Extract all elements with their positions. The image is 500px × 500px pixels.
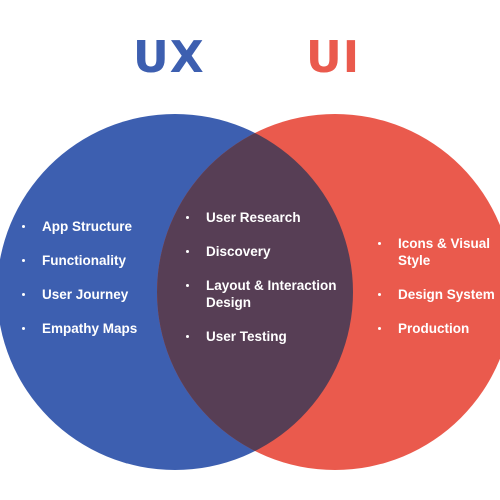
shared-item-discovery: Discovery — [184, 243, 349, 260]
shared-item-user-research: User Research — [184, 209, 349, 226]
overlap-region — [157, 114, 353, 470]
ux-title: UX — [133, 32, 205, 83]
ui-list: Icons & Visual Style Design System Produ… — [376, 235, 500, 354]
shared-item-layout-interaction-design: Layout & Interaction Design — [184, 277, 349, 311]
shared-list: User Research Discovery Layout & Interac… — [184, 209, 349, 362]
ui-title: UI — [306, 32, 361, 83]
ui-item-icons-visual-style: Icons & Visual Style — [376, 235, 500, 269]
ux-list: App Structure Functionality User Journey… — [20, 218, 170, 354]
ui-item-design-system: Design System — [376, 286, 500, 303]
ui-item-production: Production — [376, 320, 500, 337]
ux-item-empathy-maps: Empathy Maps — [20, 320, 170, 337]
ux-item-app-structure: App Structure — [20, 218, 170, 235]
shared-item-user-testing: User Testing — [184, 328, 349, 345]
ux-item-user-journey: User Journey — [20, 286, 170, 303]
ux-item-functionality: Functionality — [20, 252, 170, 269]
